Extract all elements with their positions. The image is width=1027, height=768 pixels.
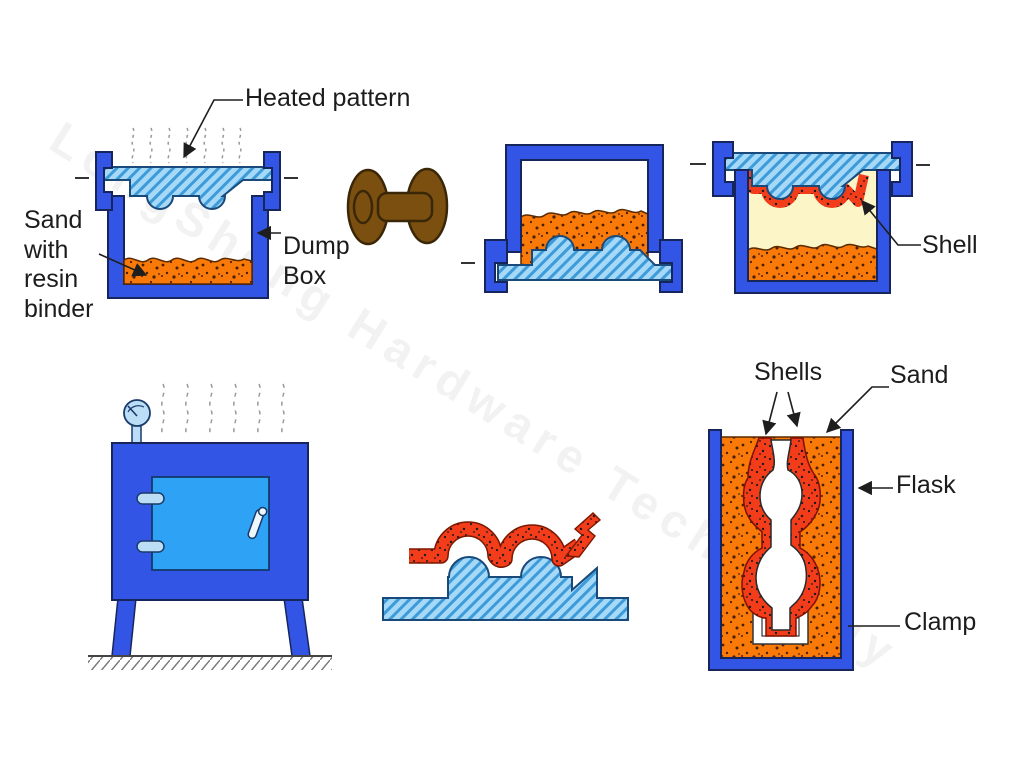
left-knob-hub bbox=[352, 189, 374, 225]
heated-pattern-plate bbox=[101, 166, 273, 210]
loose-sand-layer bbox=[747, 243, 878, 282]
door-hinge-top bbox=[136, 492, 165, 505]
oven-left-leg bbox=[111, 597, 137, 657]
step5-stripped-shell-diagram bbox=[382, 512, 629, 621]
ground-hatching bbox=[88, 657, 332, 670]
heat-waves-icon bbox=[161, 383, 285, 437]
mold-cavity bbox=[755, 439, 808, 631]
oven-right-leg bbox=[283, 597, 311, 657]
left-clamp-bracket bbox=[484, 239, 508, 293]
right-clamp-bracket bbox=[891, 141, 913, 197]
temperature-gauge-icon bbox=[123, 399, 151, 427]
box-body bbox=[734, 169, 891, 294]
leader-lines bbox=[98, 99, 281, 277]
shell-crust bbox=[745, 169, 869, 208]
right-clamp-bracket bbox=[263, 151, 281, 211]
heated-pattern-label: Heated pattern bbox=[245, 84, 411, 112]
left-clamp-bracket bbox=[95, 151, 113, 211]
heat-waves-icon bbox=[131, 127, 242, 164]
shell-leader-line bbox=[861, 199, 921, 246]
pattern-plate-under bbox=[497, 235, 673, 281]
flask-label: Flask bbox=[896, 471, 956, 499]
oven-door bbox=[151, 476, 270, 571]
gauge-needle bbox=[127, 405, 138, 417]
rotate-symbol bbox=[346, 167, 449, 246]
knob-axle bbox=[376, 191, 434, 223]
door-hinge-bottom bbox=[136, 540, 165, 553]
gauge-stem bbox=[131, 423, 142, 445]
shell-label: Shell bbox=[922, 231, 978, 259]
door-handle bbox=[247, 506, 268, 540]
gauge-arc bbox=[127, 405, 145, 413]
sand-with-resin-binder-label: Sand with resin binder bbox=[24, 206, 94, 323]
step1-dump-box-diagram bbox=[75, 99, 298, 299]
step6-flask-diagram bbox=[708, 386, 900, 671]
dump-box bbox=[107, 195, 269, 299]
dump-box-label: Dump Box bbox=[283, 232, 350, 290]
sand-label: Sand bbox=[890, 361, 949, 389]
leader-lines bbox=[762, 386, 900, 627]
step3-shell-formed-diagram bbox=[712, 141, 930, 294]
inverted-dump-box bbox=[505, 144, 664, 253]
shells-label: Shells bbox=[754, 358, 823, 386]
clamp-label: Clamp bbox=[904, 608, 977, 636]
stripped-shell bbox=[409, 522, 583, 567]
left-clamp-bracket bbox=[712, 141, 734, 197]
shell-broken-end bbox=[564, 512, 602, 558]
pattern-plate bbox=[721, 152, 903, 200]
step2-inverted-box-diagram bbox=[461, 144, 706, 293]
step4-oven-diagram bbox=[88, 383, 332, 670]
right-clamp-bracket bbox=[659, 239, 683, 293]
axis-tick-marks bbox=[461, 163, 706, 264]
pattern-with-domes bbox=[382, 556, 629, 621]
resin-sand-layer bbox=[123, 257, 253, 285]
